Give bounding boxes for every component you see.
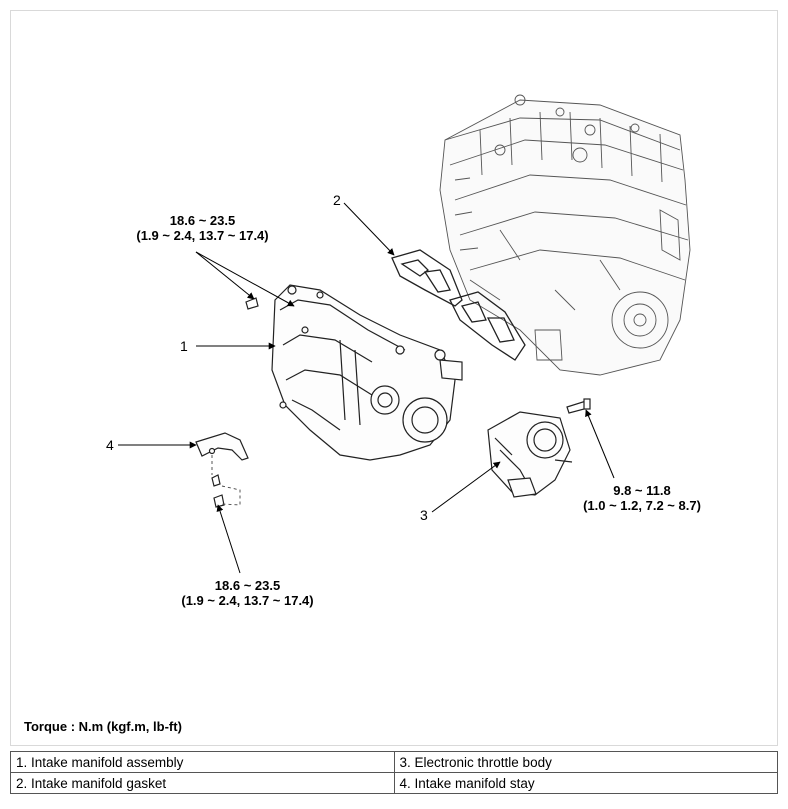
torque-value: 18.6 ~ 23.5: [214, 578, 281, 593]
bolt-icon: [211, 297, 591, 508]
callout-4: 4: [106, 437, 114, 453]
manifold-stay-illustration: [195, 432, 249, 461]
torque-label-right: 9.8 ~ 11.8 (1.0 ~ 1.2, 7.2 ~ 8.7): [568, 483, 716, 513]
callout-2: 2: [333, 192, 341, 208]
torque-label-top-left: 18.6 ~ 23.5 (1.9 ~ 2.4, 13.7 ~ 17.4): [110, 213, 295, 243]
throttle-body-illustration: [487, 411, 573, 498]
legend-cell: 4. Intake manifold stay: [393, 772, 778, 794]
torque-label-bottom-left: 18.6 ~ 23.5 (1.9 ~ 2.4, 13.7 ~ 17.4): [165, 578, 330, 608]
callout-1: 1: [180, 338, 188, 354]
parts-legend-table: 1. Intake manifold assembly 3. Electroni…: [10, 751, 778, 794]
engine-block-illustration: [439, 94, 691, 376]
diagram-frame: [10, 10, 778, 746]
legend-cell: 3. Electronic throttle body: [393, 751, 778, 773]
table-row: 1. Intake manifold assembly 3. Electroni…: [10, 751, 778, 773]
torque-conversion: (1.0 ~ 1.2, 7.2 ~ 8.7): [583, 498, 701, 513]
table-row: 2. Intake manifold gasket 4. Intake mani…: [10, 772, 778, 794]
torque-value: 18.6 ~ 23.5: [169, 213, 236, 228]
torque-value: 9.8 ~ 11.8: [613, 483, 671, 498]
torque-conversion: (1.9 ~ 2.4, 13.7 ~ 17.4): [181, 593, 314, 608]
legend-cell: 1. Intake manifold assembly: [10, 751, 395, 773]
torque-conversion: (1.9 ~ 2.4, 13.7 ~ 17.4): [136, 228, 269, 243]
intake-manifold-illustration: [271, 284, 463, 461]
torque-unit-note: Torque : N.m (kgf.m, lb-ft): [24, 719, 182, 734]
legend-cell: 2. Intake manifold gasket: [10, 772, 395, 794]
gasket-illustration: [391, 249, 526, 361]
callout-3: 3: [420, 507, 428, 523]
